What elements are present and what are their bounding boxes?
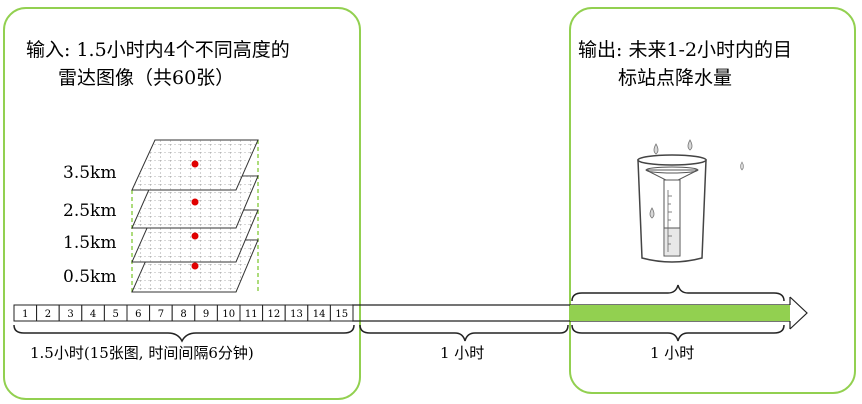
frame-cell-label: 11 (245, 309, 258, 320)
radar-station-dot (191, 198, 199, 206)
frame-cell (329, 304, 354, 322)
frame-cell-label: 4 (90, 309, 96, 320)
frame-cell-label: 15 (335, 309, 348, 320)
raindrop-icon (740, 161, 744, 171)
input-title-line1: 输入: 1.5小时内4个不同高度的 (26, 39, 290, 61)
frame-cell-label: 7 (158, 309, 164, 320)
brace-gap-span (359, 324, 569, 342)
raindrop-icon (649, 207, 655, 219)
frame-cell-label: 3 (67, 309, 73, 320)
raindrop-icon (687, 139, 693, 151)
span-input-label: 1.5小时(15张图, 时间间隔6分钟) (30, 344, 254, 362)
rain-gauge-icon (637, 154, 707, 263)
altitude-label-0.5km: 0.5km (63, 267, 116, 287)
frame-cell-label: 5 (113, 309, 119, 320)
radar-station-dot (191, 262, 199, 270)
radar-station-dot (191, 160, 199, 168)
altitude-label-3.5km: 3.5km (63, 163, 116, 183)
output-title-line2: 标站点降水量 (618, 67, 732, 89)
raindrop-icon (653, 143, 659, 155)
frame-cell-label: 1 (22, 309, 28, 320)
output-title-line1: 输出: 未来1-2小时内的目 (578, 39, 792, 61)
span-gap-label: 1 小时 (440, 344, 484, 362)
frame-cell-label: 14 (313, 309, 326, 320)
input-panel (3, 7, 361, 400)
span-output-label: 1 小时 (650, 344, 694, 362)
frame-cell-label: 13 (290, 309, 303, 320)
frame-cell-label: 12 (268, 309, 281, 320)
input-title-line2: 雷达图像（共60张） (58, 67, 234, 89)
brace-input-span (13, 324, 355, 343)
frame-cell-label: 2 (45, 309, 51, 320)
brace-output-span (571, 324, 785, 342)
prediction-window-bar (570, 305, 790, 321)
radar-station-dot (191, 232, 199, 240)
frame-cell-label: 8 (180, 309, 186, 320)
altitude-label-2.5km: 2.5km (63, 201, 116, 221)
radar-layer-3.5km (131, 139, 259, 191)
altitude-label-1.5km: 1.5km (63, 233, 116, 253)
frame-cell-label: 9 (203, 309, 209, 320)
output-panel (569, 7, 856, 394)
radar-layer-stack (131, 139, 259, 293)
brace-prediction-top (571, 284, 785, 302)
frame-cell-label: 6 (135, 309, 141, 320)
frame-cell-label: 10 (222, 309, 235, 320)
